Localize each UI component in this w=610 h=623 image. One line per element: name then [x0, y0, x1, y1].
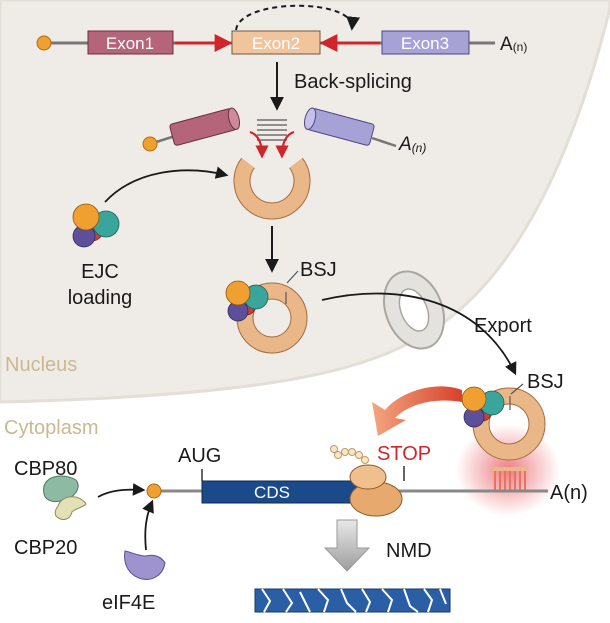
circrna-nucleus — [225, 280, 308, 354]
backsplice-dashed-arrow — [235, 4, 361, 31]
nuclear-pore — [383, 270, 445, 350]
ejc-complex-free — [72, 203, 120, 248]
ejc-loading-label-1: EJC — [81, 261, 119, 283]
back-splicing-label: Back-splicing — [294, 71, 412, 93]
polya-mid-label: A(n) — [398, 134, 426, 155]
aug-label: AUG — [178, 445, 221, 467]
splicing-intermediate: A(n) — [142, 107, 426, 159]
ejc-complex-bound — [225, 280, 269, 322]
cds-label: CDS — [254, 483, 290, 502]
exon3-label: Exon3 — [401, 34, 449, 53]
export-label: Export — [474, 315, 532, 337]
eif4e-binding-arrow — [142, 499, 154, 551]
polya-bottom-label: A(n) — [550, 482, 588, 504]
eif4e-icon — [124, 550, 166, 580]
circ-mrna-pairing — [494, 470, 526, 491]
cbp80-label: CBP80 — [14, 458, 77, 480]
exon1-label: Exon1 — [106, 34, 154, 53]
cbp80-icon — [43, 475, 79, 503]
nucleus-label: Nucleus — [5, 354, 77, 376]
degraded-rna — [254, 588, 451, 613]
ejc-loading-arrow — [104, 166, 229, 203]
pre-mrna: Exon1 Exon2 Exon3 A(n) — [36, 4, 527, 55]
exon2-label: Exon2 — [252, 34, 300, 53]
cap-bottom-icon — [146, 483, 162, 499]
ribosome — [330, 445, 403, 517]
nmd-label: NMD — [386, 540, 432, 562]
exon3-box — [381, 30, 470, 55]
export-arrow — [321, 292, 517, 376]
circrna-cytoplasm — [461, 386, 546, 491]
cbp-binding-arrow — [97, 483, 146, 498]
nascent-peptide-icon — [330, 445, 369, 464]
cbp20-label: CBP20 — [14, 537, 77, 559]
bsj-nucleus-pointer — [286, 270, 299, 284]
cap-mid-icon — [142, 136, 158, 152]
bsj-cytoplasm-pointer — [510, 383, 524, 395]
polya-top-label: A(n) — [500, 34, 527, 55]
bsj-nucleus-label: BSJ — [300, 259, 337, 281]
bsj-cytoplasm-label: BSJ — [527, 371, 564, 393]
cbp20-icon — [54, 496, 87, 520]
eif4e-label: eIF4E — [102, 592, 155, 614]
stop-label: STOP — [377, 443, 431, 465]
nucleus-region — [0, 0, 610, 404]
linear-mrna: CDS AUG STOP A(n) — [146, 443, 588, 504]
ejc-complex-cytoplasm — [461, 386, 505, 428]
cytoplasm-label: Cytoplasm — [4, 417, 98, 439]
base-pairing-lines — [257, 119, 287, 141]
exon1-box — [87, 30, 174, 55]
cap-top-icon — [36, 35, 52, 51]
ejc-loading-label-2: loading — [68, 287, 133, 309]
curved-red-arrow — [372, 386, 462, 436]
nmd-arrow — [323, 519, 371, 572]
